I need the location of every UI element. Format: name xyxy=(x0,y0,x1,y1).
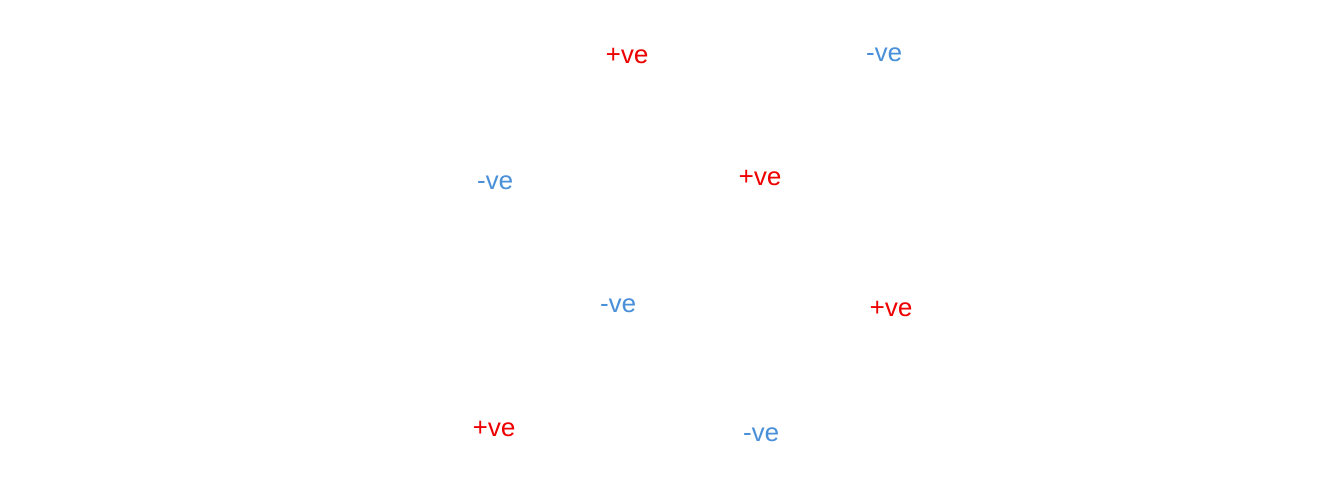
positive-sign-label: +ve xyxy=(605,39,649,69)
negative-sign-label: -ve xyxy=(599,288,637,318)
positive-sign-label: +ve xyxy=(472,412,516,442)
negative-sign-label: -ve xyxy=(865,37,903,67)
negative-sign-label: -ve xyxy=(476,165,514,195)
positive-sign-label: +ve xyxy=(869,292,913,322)
negative-sign-label: -ve xyxy=(742,417,780,447)
positive-sign-label: +ve xyxy=(738,161,782,191)
